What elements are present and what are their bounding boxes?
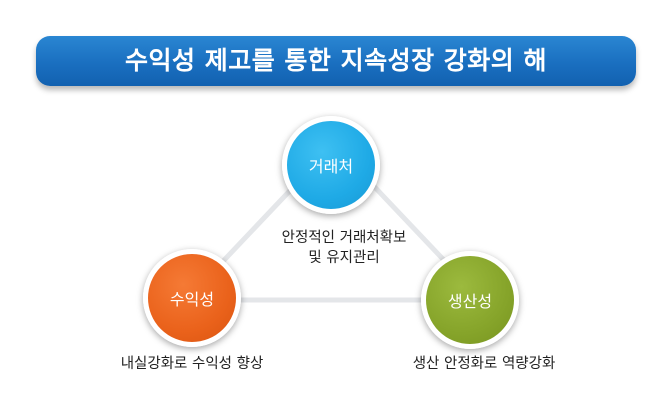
partner-caption-line2: 및 유지관리: [308, 250, 380, 266]
partner-node: 거래처: [282, 116, 380, 214]
title-banner: 수익성 제고를 통한 지속성장 강화의 해: [36, 36, 636, 86]
profitability-caption: 내실강화로 수익성 향상: [120, 356, 264, 372]
productivity-node-label: 생산성: [447, 292, 493, 311]
profitability-node-label: 수익성: [169, 290, 215, 309]
page-title: 수익성 제고를 통한 지속성장 강화의 해: [124, 46, 548, 75]
productivity-caption: 생산 안정화로 역량강화: [412, 356, 556, 372]
partner-node-label: 거래처: [308, 157, 354, 176]
productivity-node: 생산성: [421, 251, 519, 349]
partner-caption-line1: 안정적인 거래처확보: [281, 230, 407, 246]
profitability-node: 수익성: [143, 249, 241, 347]
connector-partner-profitability: [207, 177, 303, 278]
